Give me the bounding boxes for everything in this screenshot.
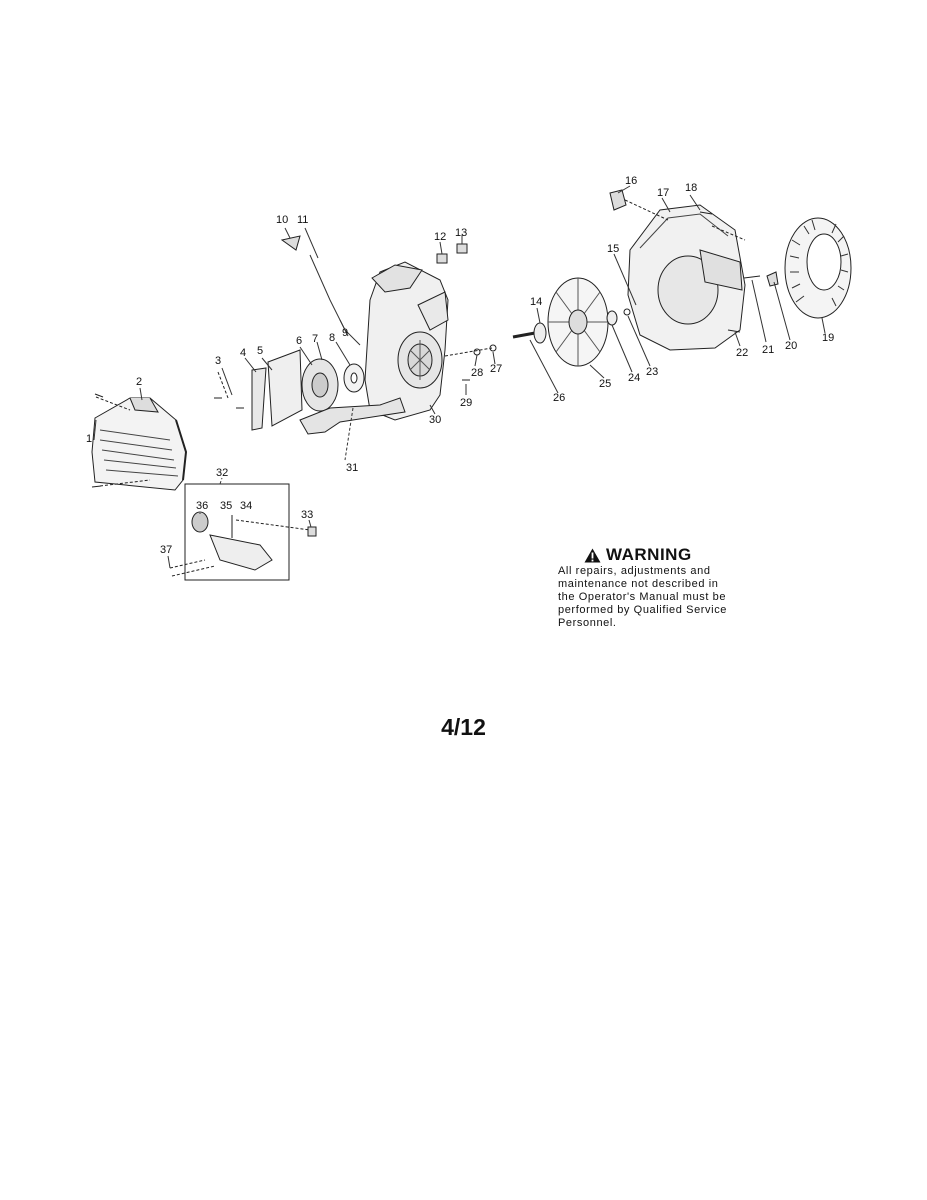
- callout-36: 36: [196, 500, 209, 512]
- filter-housing-part: [267, 349, 303, 427]
- callout-37: 37: [160, 544, 173, 556]
- main-housing-part: [364, 261, 449, 421]
- shaft-part: [512, 331, 536, 339]
- warning-line: the Operator's Manual must be: [558, 591, 727, 603]
- gasket-part: [251, 367, 267, 431]
- callout-8: 8: [329, 332, 336, 344]
- engine-cover-part: [91, 397, 188, 491]
- warning-line: maintenance not described in: [558, 578, 719, 590]
- spacer-part-24: [606, 310, 618, 326]
- warning-line: performed by Qualified Service: [558, 604, 728, 616]
- callout-2: 2: [136, 376, 143, 388]
- callout-16: 16: [625, 175, 638, 187]
- warning-icon: [584, 548, 601, 562]
- callout-18: 18: [685, 182, 698, 194]
- callout-7: 7: [312, 333, 319, 345]
- callout-28: 28: [471, 367, 484, 379]
- callout-34: 34: [240, 500, 253, 512]
- callout-14: 14: [530, 296, 543, 308]
- fan-washer-part: [533, 322, 547, 344]
- callout-6: 6: [296, 335, 303, 347]
- callout-17: 17: [657, 187, 670, 199]
- callout-4: 4: [240, 347, 247, 359]
- callout-32: 32: [216, 467, 229, 479]
- callout-20: 20: [785, 340, 798, 352]
- callout-13: 13: [455, 227, 468, 239]
- warning-body: All repairs, adjustments and maintenance…: [558, 565, 778, 630]
- clip-part: [609, 189, 627, 211]
- bushing-part-12: [436, 253, 448, 264]
- throttle-wire-part: [309, 254, 361, 346]
- callout-26: 26: [553, 392, 566, 404]
- clip-part-20: [766, 271, 779, 287]
- warning-title-text: WARNING: [606, 545, 692, 564]
- callout-10: 10: [276, 214, 289, 226]
- callout-3: 3: [215, 355, 222, 367]
- callout-27: 27: [490, 363, 503, 375]
- intake-guard-part: [784, 217, 852, 319]
- callout-33: 33: [301, 509, 314, 521]
- throttle-assembly-part: [169, 511, 317, 577]
- callout-30: 30: [429, 414, 442, 426]
- small-screws-part: [214, 371, 244, 409]
- callout-12: 12: [434, 231, 447, 243]
- callout-15: 15: [607, 243, 620, 255]
- callout-11: 11: [297, 214, 309, 226]
- callout-23: 23: [646, 366, 659, 378]
- blower-housing-part: [627, 204, 746, 351]
- page-number: 4/12: [441, 714, 486, 740]
- inset-box: [184, 483, 290, 581]
- warning-line: All repairs, adjustments and: [558, 565, 711, 577]
- warning-heading: WARNING: [584, 545, 778, 565]
- warning-notice: WARNING All repairs, adjustments and mai…: [558, 545, 778, 630]
- handle-part: [299, 397, 406, 435]
- warning-line: Personnel.: [558, 617, 617, 629]
- callout-29: 29: [460, 397, 473, 409]
- nut-part-23: [623, 308, 631, 316]
- impeller-part: [547, 277, 609, 367]
- callout-25: 25: [599, 378, 612, 390]
- screw-part-18: [699, 211, 713, 215]
- callout-1: 1: [86, 433, 93, 445]
- screw-part-22: [727, 329, 741, 333]
- callout-31: 31: [346, 462, 359, 474]
- callout-9: 9: [342, 327, 349, 339]
- callout-35: 35: [220, 500, 233, 512]
- bushing-part-13: [456, 243, 468, 254]
- callout-24: 24: [628, 372, 641, 384]
- callout-5: 5: [257, 345, 264, 357]
- callout-19: 19: [822, 332, 835, 344]
- callout-22: 22: [736, 347, 749, 359]
- washer-part-28: [473, 348, 481, 356]
- cover-screws-part: [91, 393, 151, 488]
- screw-part-21: [743, 275, 761, 279]
- callout-21: 21: [762, 344, 775, 356]
